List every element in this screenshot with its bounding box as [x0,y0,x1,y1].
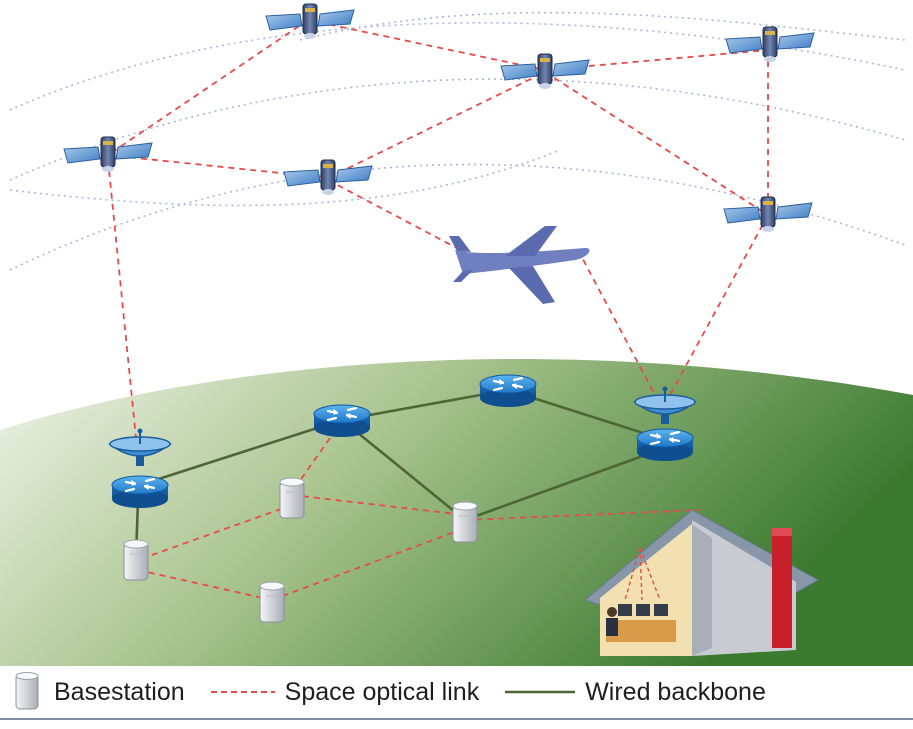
legend-label-wired-backbone: Wired backbone [585,677,766,706]
basestation-icon [279,477,305,519]
house-icon [583,509,820,656]
router-icon [635,427,695,463]
legend-item-space-optical-link: Space optical link [210,677,480,707]
optical-link [327,179,471,256]
orbit-lines [9,11,906,271]
airplane-icon [449,226,590,304]
space-optical-links [107,19,769,601]
optical-link [137,569,273,601]
optical-link [307,19,546,71]
orbit-line [9,163,906,271]
router-icon [110,474,170,510]
basestation-icon [452,501,478,543]
orbit-line [9,22,906,111]
legend-label-basestation: Basestation [54,677,185,706]
bottom-border [0,718,913,720]
legend-item-basestation: Basestation [0,671,185,713]
basestation-icon [259,581,285,623]
legend-item-wired-backbone: Wired backbone [505,678,766,707]
optical-link [271,527,466,601]
wired-link [139,418,343,487]
router-icon [478,373,538,409]
optical-link [291,494,466,516]
wired-link [464,446,666,522]
basestation-icon [15,672,39,710]
orbit-line [299,11,906,41]
dashed-line-icon [210,691,275,693]
satellite-icon [63,136,153,173]
optical-link [544,71,769,216]
legend: Basestation Space optical link Wired bac… [0,666,913,718]
optical-link [577,249,656,396]
satellite-icon [265,3,355,40]
basestation-icon [123,539,149,581]
router-icon [312,403,372,439]
optical-link [327,71,546,179]
orbit-line [9,78,906,181]
satellite-icon [725,26,815,63]
satellite-icon [283,159,373,196]
optical-link [669,214,769,396]
legend-label-space-optical-link: Space optical link [284,677,480,706]
optical-link [107,19,309,156]
solid-line-icon [505,690,576,694]
satellite-icon [723,196,813,233]
wired-link [341,418,466,522]
orbit-line [9,149,561,207]
optical-link [107,154,329,179]
optical-link [137,504,293,561]
optical-link [107,159,137,439]
satellite-icon [500,53,590,90]
